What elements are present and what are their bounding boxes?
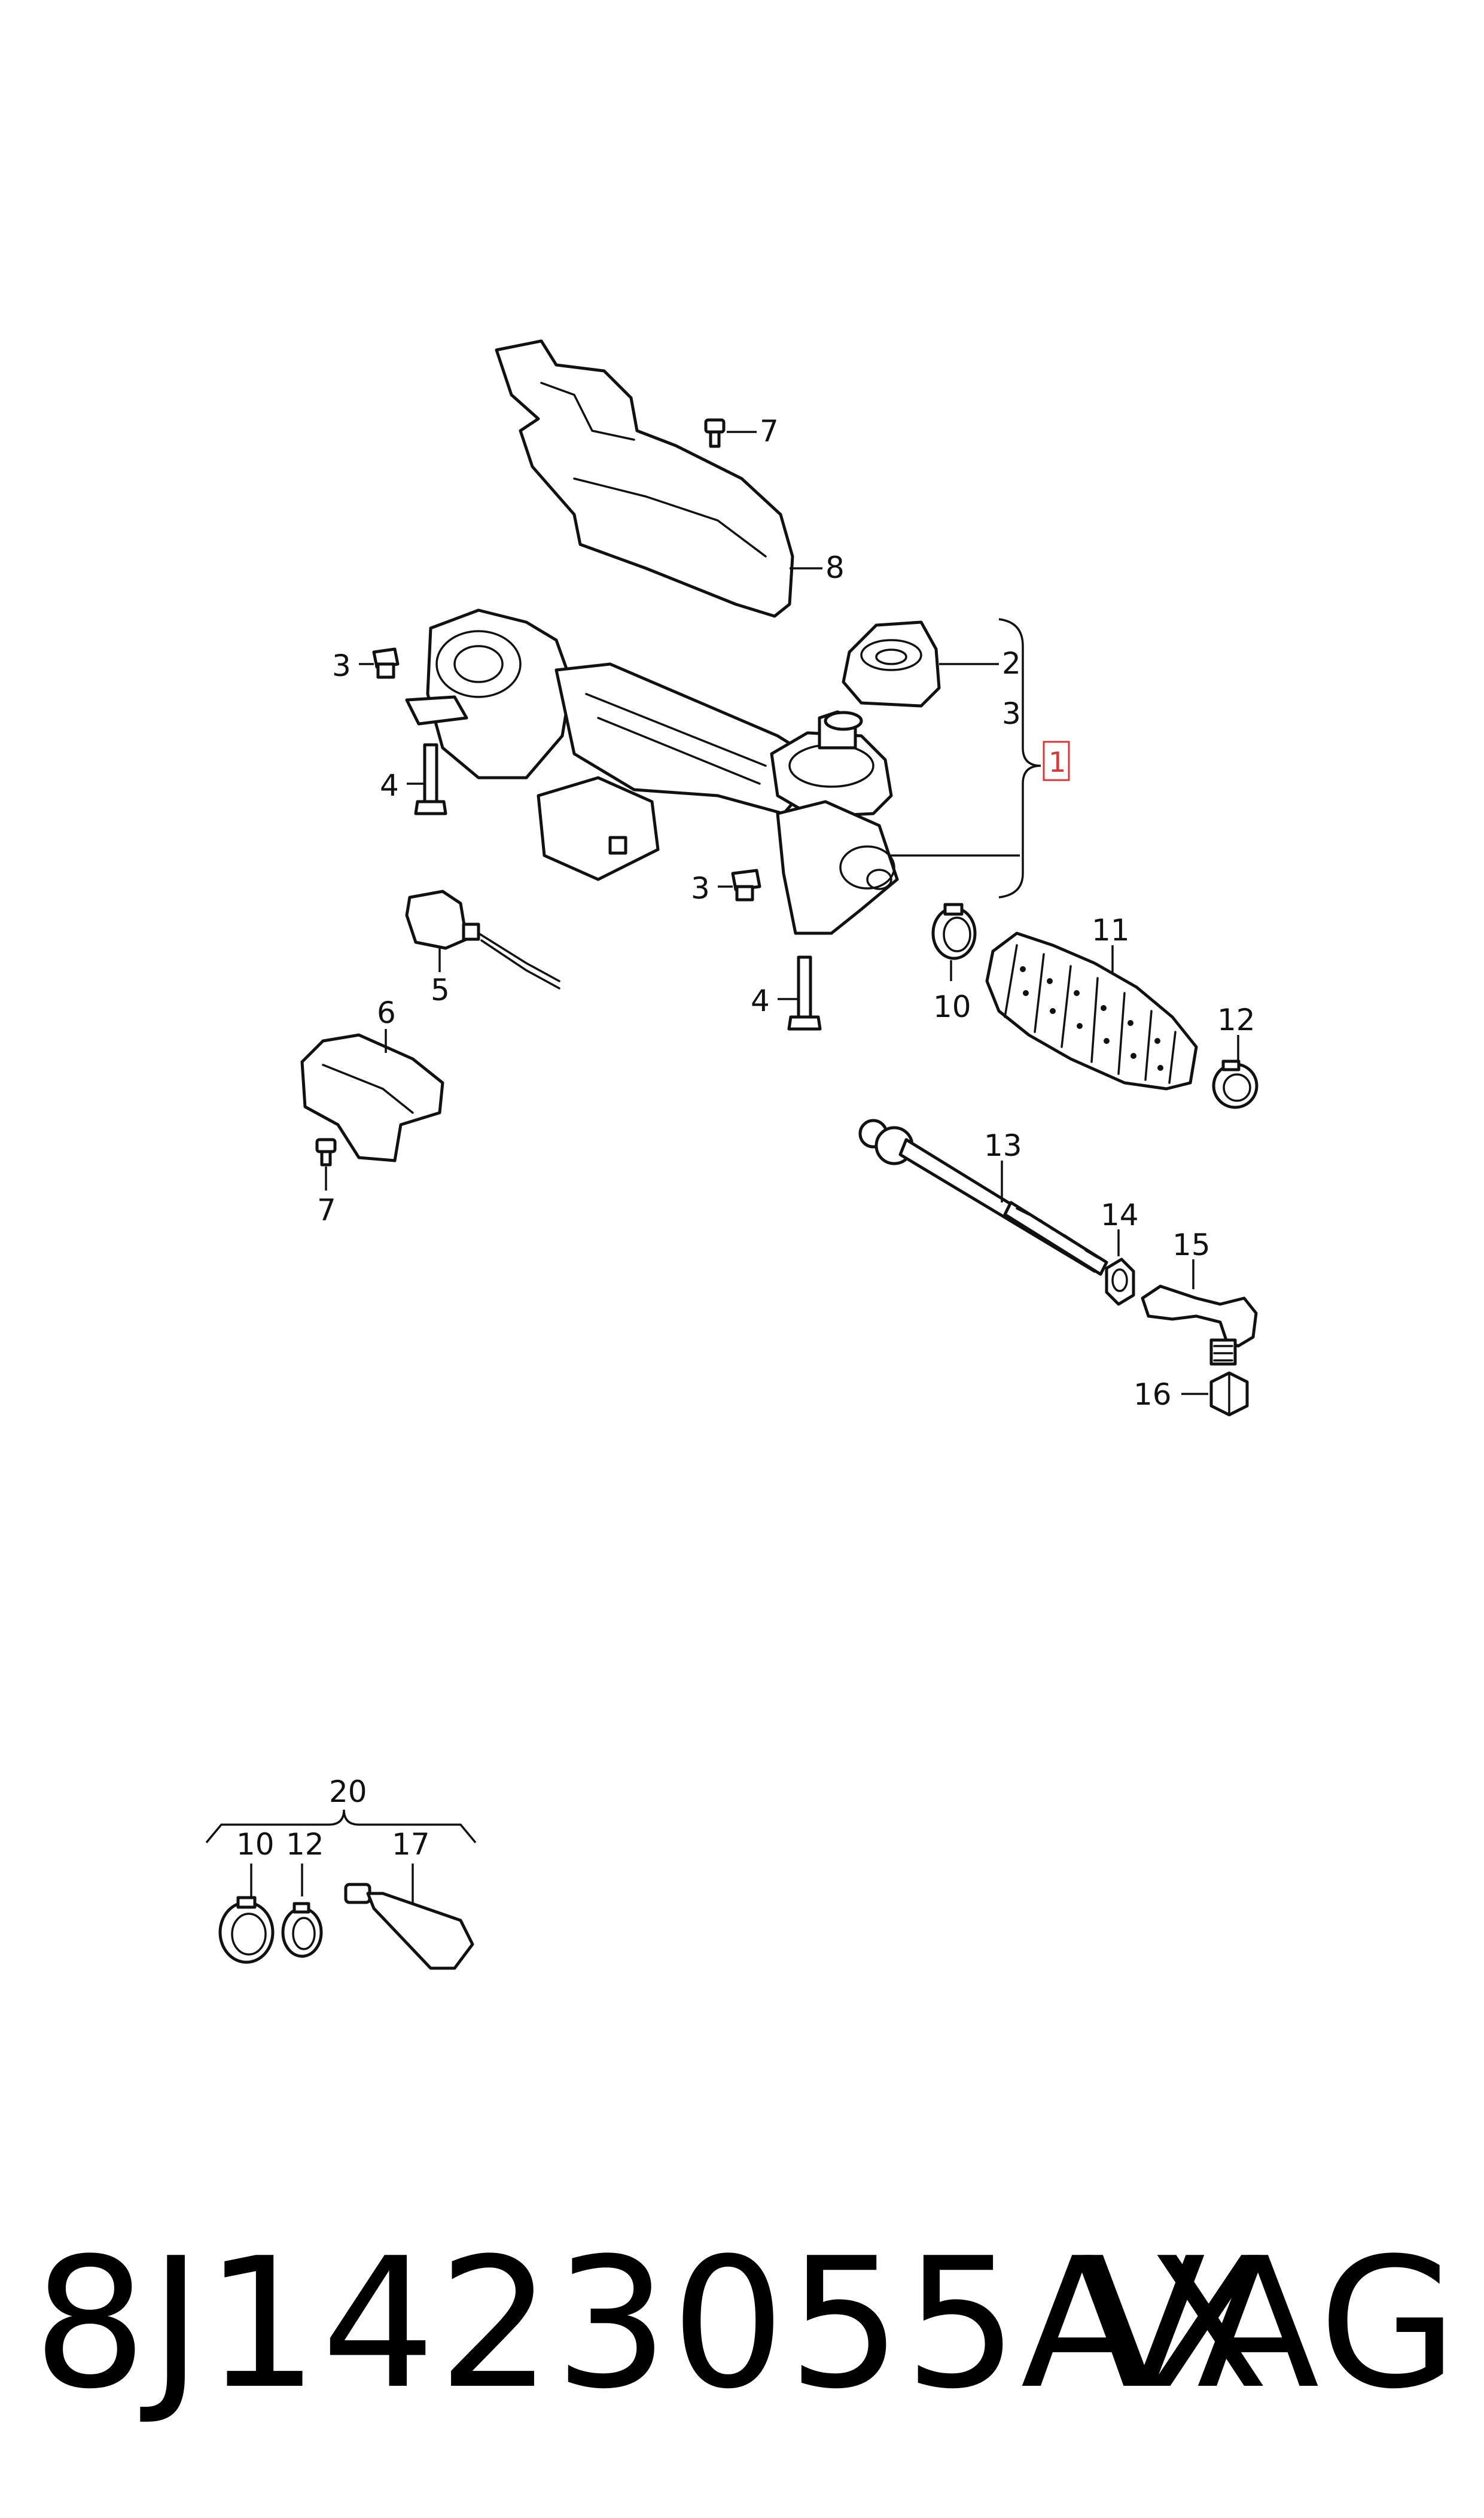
nut-part[interactable] [1105, 1258, 1135, 1306]
callout-6: 6 [377, 995, 396, 1030]
callout-10: 10 [933, 989, 971, 1024]
heat-shield-part[interactable] [495, 339, 794, 618]
footer: 8J1423055AX VAG [0, 2225, 1484, 2423]
callout-7-lower: 7 [317, 1193, 336, 1228]
callout-13: 13 [984, 1128, 1022, 1163]
tie-rod-part[interactable] [858, 1119, 1108, 1276]
screw-part-lower[interactable] [315, 1138, 337, 1167]
bolt-part-left[interactable] [372, 647, 400, 679]
callout-3-left: 3 [332, 648, 351, 683]
tie-rod-end-part[interactable] [1141, 1284, 1258, 1366]
bushing-part[interactable] [842, 620, 941, 708]
steering-rack-assembly[interactable] [405, 608, 899, 935]
bolt-part-middle[interactable] [731, 869, 761, 902]
callout-7-top: 7 [760, 414, 779, 449]
callout-12-kit: 12 [286, 1827, 324, 1862]
part-number: 8J1423055AX [33, 2219, 1272, 2428]
grease-tube-part[interactable] [344, 1883, 474, 1970]
callout-4-left: 4 [380, 768, 399, 803]
screw-part[interactable] [704, 418, 726, 448]
cover-part[interactable] [300, 1033, 444, 1162]
callout-11: 11 [1092, 913, 1130, 948]
callout-12: 12 [1217, 1003, 1256, 1037]
long-screw-part-right[interactable] [787, 955, 822, 1031]
connector-part[interactable] [405, 890, 560, 989]
brand-name: VAG [1083, 2219, 1460, 2428]
boot-part[interactable] [985, 931, 1198, 1091]
callout-20: 20 [329, 1774, 367, 1809]
clamp-part[interactable] [931, 903, 977, 960]
kit-clamp-small-part[interactable] [281, 1902, 323, 1958]
callout-2: 2 [1002, 646, 1021, 681]
callout-17: 17 [392, 1827, 430, 1862]
callout-5: 5 [431, 973, 450, 1007]
lock-nut-part[interactable] [1209, 1371, 1249, 1417]
highlight-box [1043, 741, 1070, 781]
callout-3-right: 3 [1002, 696, 1021, 731]
repair-kit-bracket [205, 1809, 477, 1844]
callout-1: 1 [1049, 746, 1066, 778]
callout-16: 16 [1133, 1377, 1172, 1412]
callout-10-kit: 10 [236, 1827, 275, 1862]
small-clamp-part[interactable] [1212, 1059, 1258, 1109]
callout-8: 8 [825, 550, 845, 585]
callout-4-right: 4 [751, 984, 770, 1018]
callout-14: 14 [1101, 1198, 1139, 1232]
long-screw-part-left[interactable] [414, 743, 447, 815]
kit-clamp-large-part[interactable] [218, 1896, 275, 1964]
callout-3-middle: 3 [691, 871, 710, 906]
callout-15: 15 [1172, 1228, 1211, 1262]
